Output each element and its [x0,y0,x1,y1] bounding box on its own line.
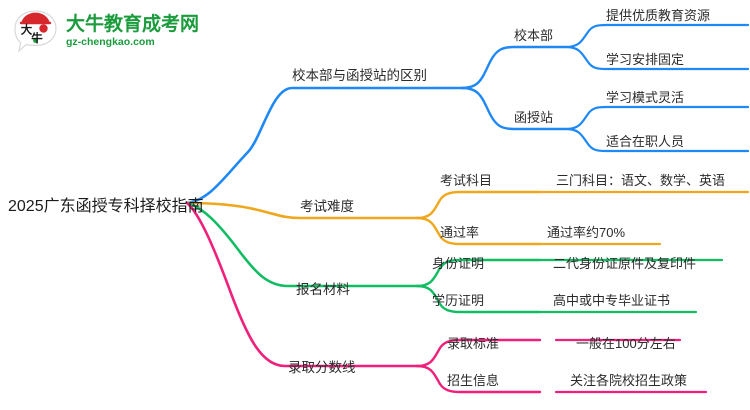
branch-2-child-2-leaf-1[interactable]: 通过率约70% [547,225,626,240]
branch-1-child-1[interactable]: 校本部 [514,28,554,43]
branch-1-child-2-leaf-1[interactable]: 学习模式灵活 [606,90,685,105]
svg-text:牛: 牛 [31,31,43,45]
wire-branch1-to-node1 [460,45,568,90]
wire-branch4-to-node2 [415,364,542,394]
wire-branch3-to-node2 [415,284,542,314]
branch-1-child-1-leaf-1[interactable]: 提供优质教育资源 [606,8,711,23]
wire-node1-to-leaf1 [564,23,750,49]
wire-root-to-branch2 [185,201,419,220]
branch-3-child-1-leaf-1[interactable]: 二代身份证原件及复印件 [553,256,697,271]
wire-root-to-branch3 [185,201,419,288]
branch-4-child-2[interactable]: 招生信息 [447,373,500,388]
branch-1-child-1-leaf-2[interactable]: 学习安排固定 [606,52,685,67]
branch-node-3[interactable]: 报名材料 [296,282,350,297]
wire-node1-to-leaf2 [564,45,750,71]
branch-3-child-2-leaf-1[interactable]: 高中或中专毕业证书 [553,293,671,308]
branch-4-child-1-leaf-1[interactable]: 一般在100分左右 [576,336,676,351]
wire-root-to-branch1 [185,86,464,205]
wire-branch3-to-node1 [415,258,542,288]
branch-4-child-1[interactable]: 录取标准 [447,336,500,351]
mindmap-root-node[interactable]: 2025广东函授专科择校指南 [8,198,204,215]
branch-node-2[interactable]: 考试难度 [300,199,354,214]
branch-1-child-2-leaf-2[interactable]: 适合在职人员 [606,134,685,149]
logo-name-cn: 大牛教育成考网 [66,14,200,36]
wire-branch2-to-node1 [415,190,542,220]
logo-name-en: gz-chengkao.com [66,36,155,49]
branch-4-child-2-leaf-1[interactable]: 关注各院校招生政策 [570,373,688,388]
wire-node2-to-leaf3 [564,105,750,131]
logo-text: 大牛教育成考网 gz-chengkao.com [66,15,199,48]
speech-bubble-logo-icon: 大 牛 [12,9,59,54]
branch-1-child-2[interactable]: 函授站 [514,110,554,125]
svg-text:大: 大 [21,23,33,37]
wire-branch4-to-node1 [415,338,542,368]
branch-2-child-1-leaf-1[interactable]: 三门科目：语文、数学、英语 [556,173,726,188]
branch-3-child-2[interactable]: 学历证明 [432,293,485,308]
branch-3-child-1[interactable]: 身份证明 [432,256,485,271]
wire-branch1-to-node2 [460,86,568,131]
branch-2-child-2[interactable]: 通过率 [440,225,480,240]
branch-node-4[interactable]: 录取分数线 [288,360,356,375]
wire-node2-to-leaf4 [564,127,750,153]
wire-root-to-branch4 [185,201,419,368]
branch-node-1[interactable]: 校本部与函授站的区别 [292,68,427,83]
wire-branch2-to-node2 [415,216,542,246]
site-logo: 大 牛 大牛教育成考网 gz-chengkao.com [12,9,199,54]
branch-2-child-1[interactable]: 考试科目 [440,173,493,188]
